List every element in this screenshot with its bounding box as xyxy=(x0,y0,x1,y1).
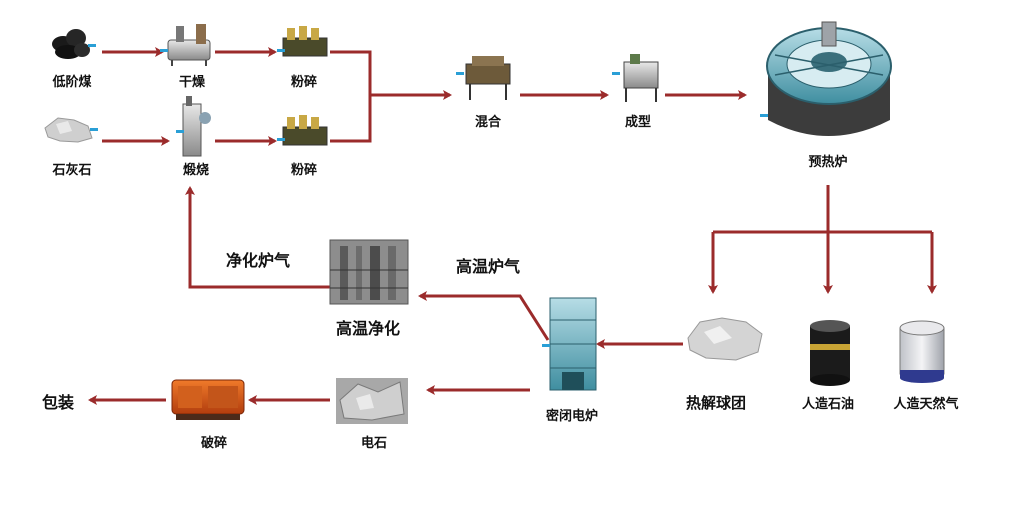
pellets-image xyxy=(687,317,763,361)
carbide-image xyxy=(336,378,408,424)
label-breaking: 破碎 xyxy=(201,435,227,451)
label-pyrolysis-pellets: 热解球团 xyxy=(686,394,746,412)
label-high-temp-cleaning: 高温净化 xyxy=(336,319,400,338)
arrow-cleaning-to-calcining xyxy=(185,186,330,289)
label-low-rank-coal: 低阶煤 xyxy=(51,74,91,90)
label-calcium-carbide: 电石 xyxy=(361,435,387,451)
preheater-image xyxy=(760,21,892,136)
label-crushing-top: 粉碎 xyxy=(291,74,317,90)
arrow-furnace-to-cleaning xyxy=(418,291,550,341)
label-crushing-bottom: 粉碎 xyxy=(291,162,317,178)
label-calcining: 煅烧 xyxy=(183,162,209,178)
coal-image xyxy=(52,29,96,59)
label-mixing: 混合 xyxy=(475,114,502,130)
label-preheater: 预热炉 xyxy=(808,154,847,170)
label-synthetic-gas: 人造天然气 xyxy=(893,396,958,412)
gas-tank-image xyxy=(899,320,945,383)
edge-label-purified-gas: 净化炉气 xyxy=(226,251,290,270)
flow-arrows xyxy=(88,47,937,405)
arrow-crushing-merge xyxy=(330,50,372,143)
label-limestone: 石灰石 xyxy=(51,162,91,178)
edge-label-hot-gas: 高温炉气 xyxy=(456,257,520,276)
limestone-image xyxy=(44,117,98,143)
label-drying: 干燥 xyxy=(179,74,206,90)
mixer-image xyxy=(456,56,511,100)
oil-tank-image xyxy=(810,320,850,386)
label-closed-furnace: 密闭电炉 xyxy=(545,408,598,424)
crusher-top-image xyxy=(277,26,328,57)
dryer-image xyxy=(160,24,211,66)
calciner-image xyxy=(176,96,211,157)
crusher-bottom-image xyxy=(277,115,328,146)
label-packing: 包装 xyxy=(42,393,74,412)
label-synthetic-oil: 人造石油 xyxy=(802,396,854,412)
breaker-image xyxy=(171,379,245,420)
furnace-image xyxy=(542,297,597,391)
former-image xyxy=(612,54,659,102)
cleaning-plant-image xyxy=(329,239,409,305)
label-forming: 成型 xyxy=(625,114,651,130)
